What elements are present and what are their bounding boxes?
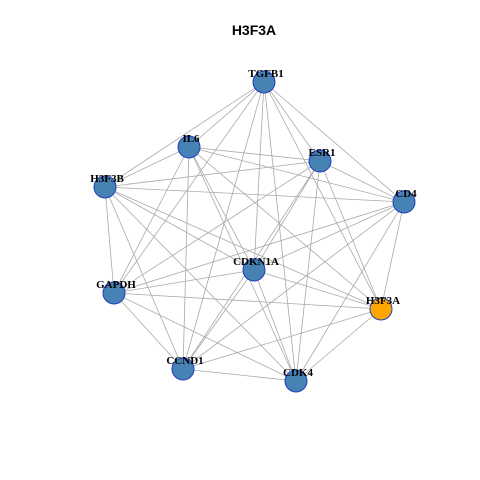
- node-label-esr1: ESR1: [309, 147, 336, 159]
- node-layer: [93, 70, 416, 393]
- edge-esr1-cdkn1a: [253, 160, 321, 271]
- node-label-cdk4: CDK4: [283, 367, 313, 379]
- edge-esr1-h3f3a: [319, 160, 382, 310]
- edge-esr1-h3f3b: [104, 160, 321, 188]
- node-label-cdkn1a: CDKN1A: [233, 256, 279, 268]
- edge-gapdh-ccnd1: [113, 292, 184, 370]
- node-label-cd4: CD4: [395, 188, 417, 200]
- edge-esr1-cd4: [319, 160, 405, 203]
- edge-h3f3b-gapdh: [104, 186, 115, 294]
- node-cdk4[interactable]: [284, 369, 308, 393]
- node-h3f3b[interactable]: [93, 175, 117, 199]
- edge-gapdh-h3f3a: [113, 292, 382, 310]
- node-ccnd1[interactable]: [171, 357, 195, 381]
- edge-tgfb1-cdk4: [263, 81, 297, 382]
- node-label-gapdh: GAPDH: [96, 279, 136, 291]
- edge-layer: [104, 81, 405, 382]
- edge-tgfb1-gapdh: [113, 81, 265, 294]
- edge-esr1-gapdh: [113, 160, 321, 294]
- edge-il6-cdkn1a: [188, 146, 255, 271]
- node-label-il6: IL6: [182, 133, 200, 145]
- edge-cdkn1a-ccnd1: [182, 269, 255, 370]
- node-gapdh[interactable]: [102, 281, 126, 305]
- edge-il6-esr1: [188, 146, 321, 162]
- node-esr1[interactable]: [308, 149, 332, 173]
- edge-gapdh-cdk4: [113, 292, 297, 382]
- node-label-h3f3b: H3F3B: [90, 173, 124, 185]
- node-cd4[interactable]: [392, 190, 416, 214]
- edge-tgfb1-il6: [188, 81, 265, 148]
- node-tgfb1[interactable]: [252, 70, 276, 94]
- edge-cdkn1a-h3f3a: [253, 269, 382, 310]
- edge-ccnd1-cdk4: [182, 368, 297, 382]
- edge-cd4-cdkn1a: [253, 201, 405, 271]
- node-label-tgfb1: TGFB1: [248, 68, 283, 80]
- edge-tgfb1-esr1: [263, 81, 321, 162]
- edge-cd4-h3f3a: [380, 201, 405, 310]
- node-label-h3f3a: H3F3A: [366, 295, 400, 307]
- edge-tgfb1-ccnd1: [182, 81, 265, 370]
- edge-il6-gapdh: [113, 146, 190, 294]
- edge-h3f3a-cdk4: [295, 308, 382, 382]
- edge-il6-ccnd1: [182, 146, 190, 370]
- edge-cdkn1a-gapdh: [113, 269, 255, 294]
- edge-tgfb1-h3f3b: [104, 81, 265, 188]
- edge-h3f3b-cdk4: [104, 186, 297, 382]
- edge-il6-h3f3a: [188, 146, 382, 310]
- edge-h3f3b-ccnd1: [104, 186, 184, 370]
- node-label-ccnd1: CCND1: [166, 355, 203, 367]
- edge-cd4-gapdh: [113, 201, 405, 294]
- edge-cd4-ccnd1: [182, 201, 405, 370]
- edge-tgfb1-cdkn1a: [253, 81, 265, 271]
- graph-title: H3F3A: [232, 22, 276, 38]
- edge-il6-h3f3b: [104, 146, 190, 188]
- edge-cd4-cdk4: [295, 201, 405, 382]
- edge-h3f3b-h3f3a: [104, 186, 382, 310]
- edge-tgfb1-h3f3a: [263, 81, 382, 310]
- edge-tgfb1-cd4: [263, 81, 405, 203]
- edge-cdkn1a-cdk4: [253, 269, 297, 382]
- node-cdkn1a[interactable]: [242, 258, 266, 282]
- edge-h3f3b-cd4: [104, 186, 405, 203]
- edge-h3f3a-ccnd1: [182, 308, 382, 370]
- edge-h3f3b-cdkn1a: [104, 186, 255, 271]
- node-il6[interactable]: [177, 135, 201, 159]
- edge-il6-cd4: [188, 146, 405, 203]
- node-h3f3a[interactable]: [369, 297, 393, 321]
